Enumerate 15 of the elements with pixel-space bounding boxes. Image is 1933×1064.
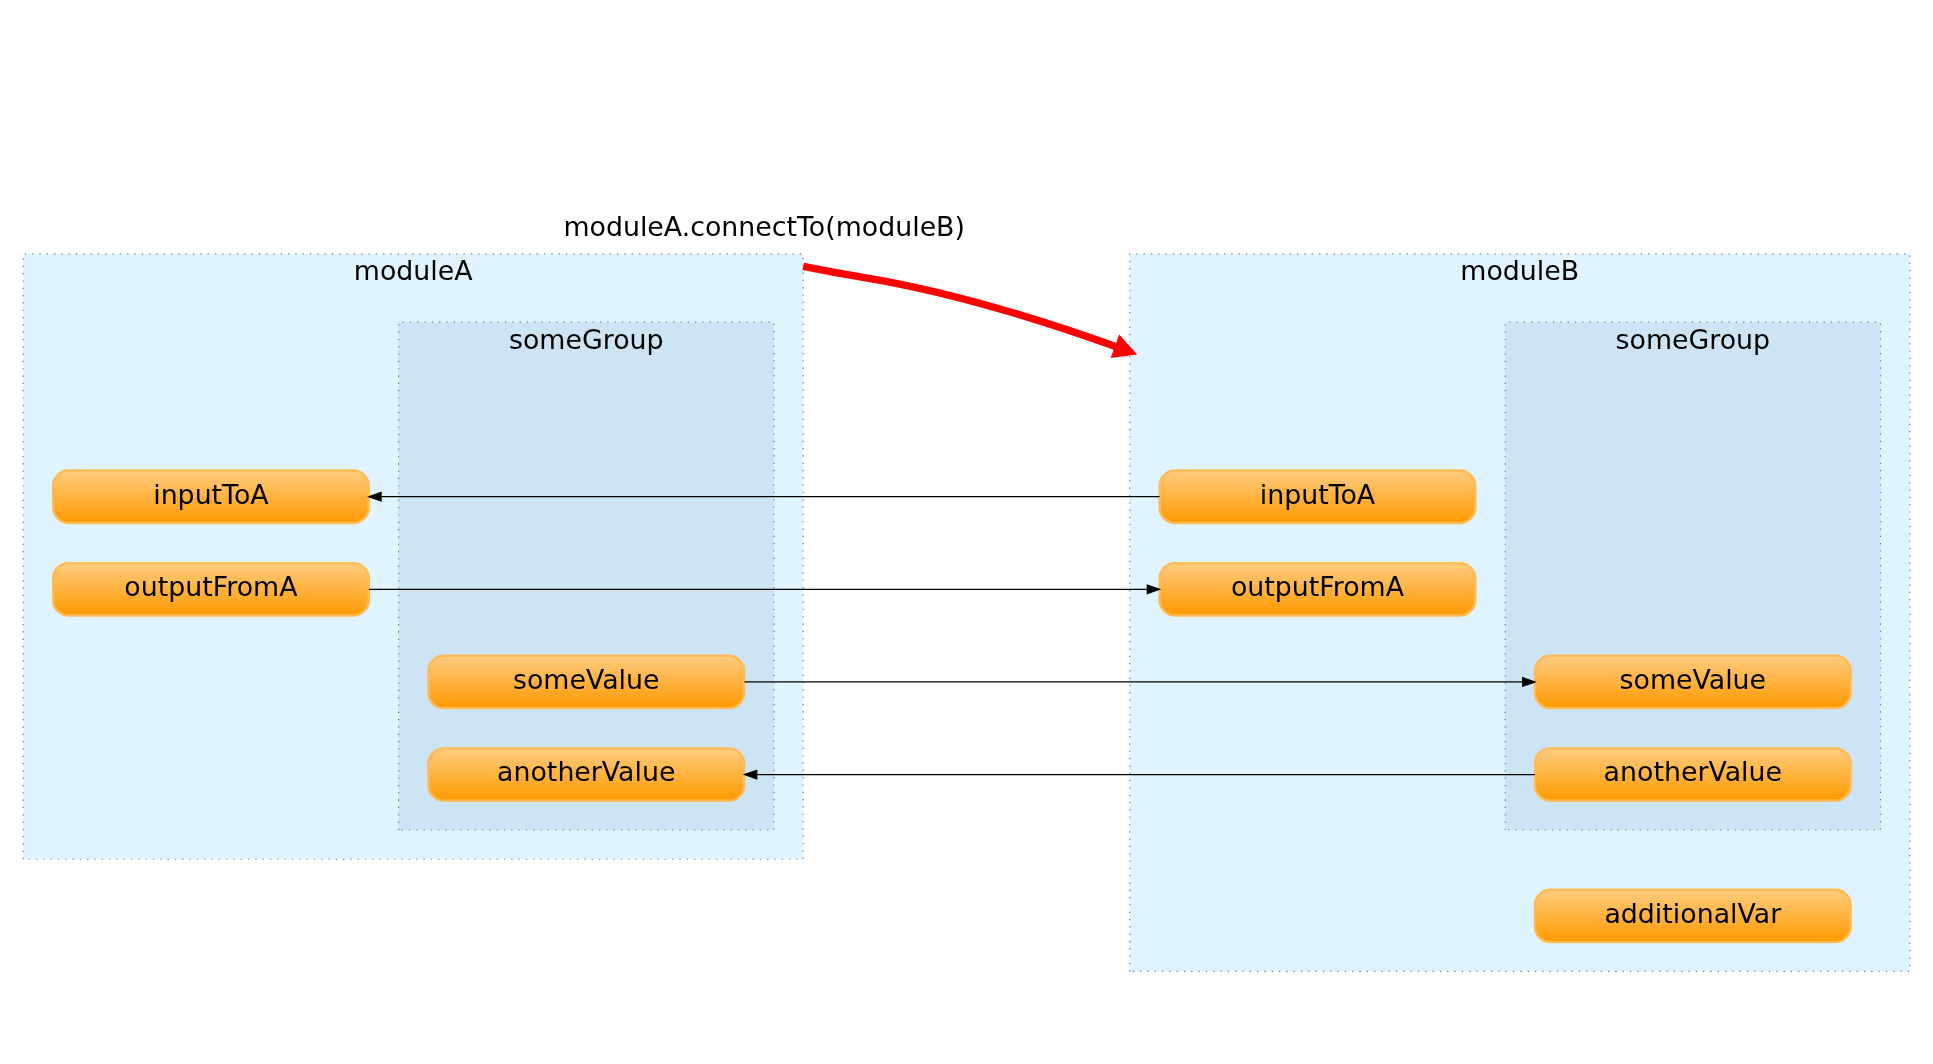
node-box: anotherValue [1533,747,1852,802]
node-box: someValue [427,654,746,710]
node-box: additionalVar [1533,888,1852,944]
arrow [367,491,1161,502]
arrow [743,676,1537,688]
node-box: outputFromA [51,561,370,617]
node-box: anotherValue [427,747,746,802]
edge-label: moduleA.connectTo(moduleB) [563,211,965,243]
node-box: someValue [1533,654,1852,710]
node-box: outputFromA [1158,561,1477,617]
node-box: inputToA [51,469,370,525]
arrow [368,584,1162,595]
arrow [742,769,1536,780]
arrow [802,262,1138,358]
node-box: inputToA [1158,469,1477,525]
